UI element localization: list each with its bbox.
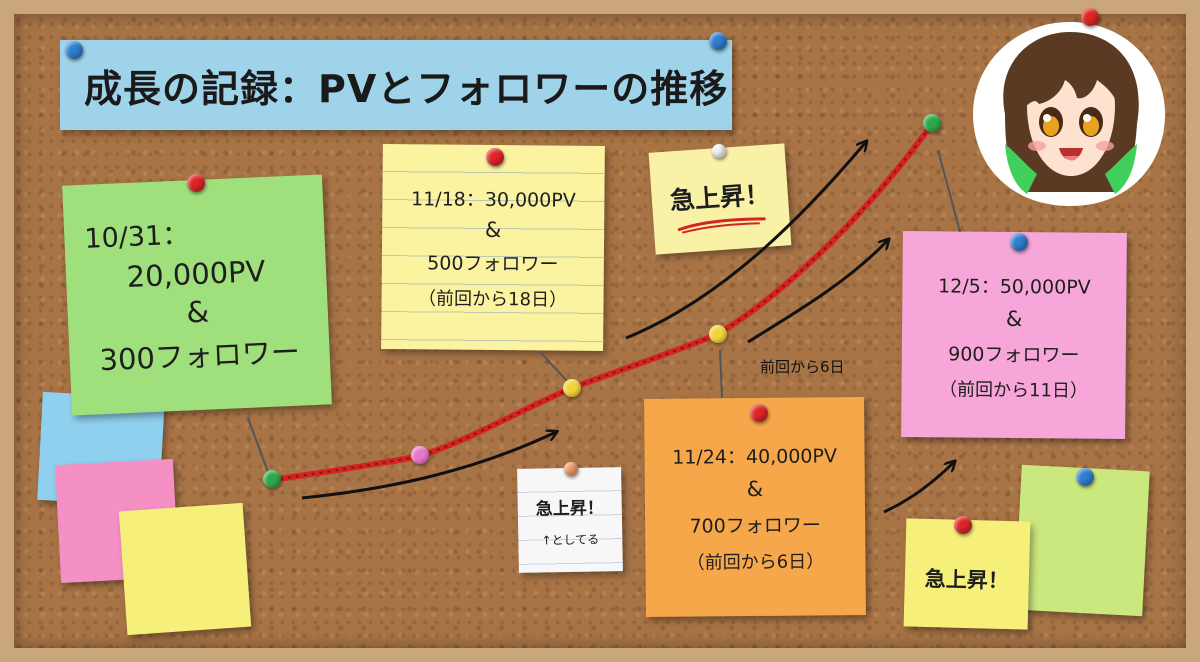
growth-string bbox=[269, 121, 935, 483]
connector-thread bbox=[937, 149, 961, 233]
string-dot-yellow bbox=[709, 325, 727, 343]
title-strip: 成長の記録：PVとフォロワーの推移 bbox=[60, 40, 732, 130]
push-pin-icon bbox=[750, 404, 768, 422]
trend-arrow-icon bbox=[625, 142, 866, 340]
trend-arrow-icon bbox=[883, 462, 954, 514]
string-dot-green bbox=[923, 114, 941, 132]
mascot-avatar-icon bbox=[973, 22, 1165, 206]
string-dot-green bbox=[263, 470, 281, 488]
growth-string-twist bbox=[271, 123, 933, 481]
push-pin-icon bbox=[187, 174, 205, 192]
connector-thread bbox=[247, 417, 269, 473]
push-pin-icon bbox=[954, 516, 972, 534]
connector-thread bbox=[539, 351, 569, 383]
page-title: 成長の記録：PVとフォロワーの推移 bbox=[84, 66, 729, 111]
string-dot-pink bbox=[411, 446, 429, 464]
trend-arrow-icon bbox=[747, 240, 888, 344]
push-pin-icon bbox=[65, 41, 83, 59]
underline-scribble bbox=[677, 217, 766, 234]
push-pin-icon bbox=[1081, 8, 1099, 26]
push-pin-icon bbox=[564, 462, 578, 476]
push-pin-icon bbox=[486, 148, 504, 166]
surge-callout-top: 急上昇！ bbox=[648, 143, 792, 255]
push-pin-icon bbox=[1076, 468, 1094, 486]
trend-arrow-icon bbox=[301, 432, 556, 500]
interval-label: 前回から6日 bbox=[760, 358, 845, 376]
connector-thread bbox=[719, 349, 723, 399]
push-pin-icon bbox=[712, 144, 726, 158]
push-pin-icon bbox=[1010, 233, 1028, 251]
string-dot-yellow bbox=[563, 379, 581, 397]
push-pin-icon bbox=[709, 32, 727, 50]
